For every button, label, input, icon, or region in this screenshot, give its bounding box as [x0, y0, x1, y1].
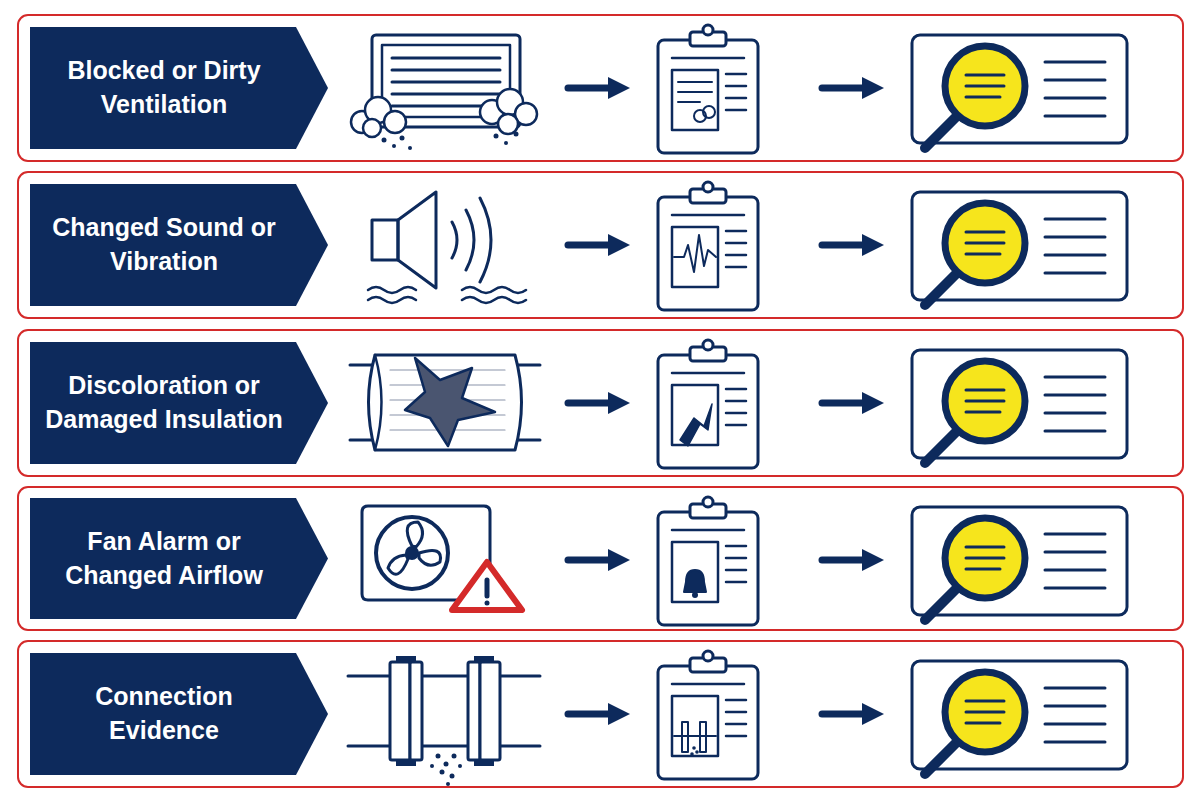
- label-wrap: Changed Sound or Vibration: [40, 211, 288, 279]
- label-wrap: Connection Evidence: [40, 680, 288, 748]
- label-chevron: Changed Sound or Vibration: [30, 184, 328, 306]
- label-text: Connection Evidence: [40, 680, 288, 748]
- label-text: Discoloration or Damaged Insulation: [40, 369, 288, 437]
- label-chevron: Discoloration or Damaged Insulation: [30, 342, 328, 464]
- label-text: Blocked or Dirty Ventilation: [40, 54, 288, 122]
- label-text: Changed Sound or Vibration: [40, 211, 288, 279]
- label-wrap: Fan Alarm or Changed Airflow: [40, 525, 288, 593]
- label-chevron: Connection Evidence: [30, 653, 328, 775]
- label-chevron: Blocked or Dirty Ventilation: [30, 27, 328, 149]
- label-wrap: Discoloration or Damaged Insulation: [40, 369, 288, 437]
- label-text: Fan Alarm or Changed Airflow: [40, 525, 288, 593]
- label-chevron: Fan Alarm or Changed Airflow: [30, 498, 328, 619]
- label-wrap: Blocked or Dirty Ventilation: [40, 54, 288, 122]
